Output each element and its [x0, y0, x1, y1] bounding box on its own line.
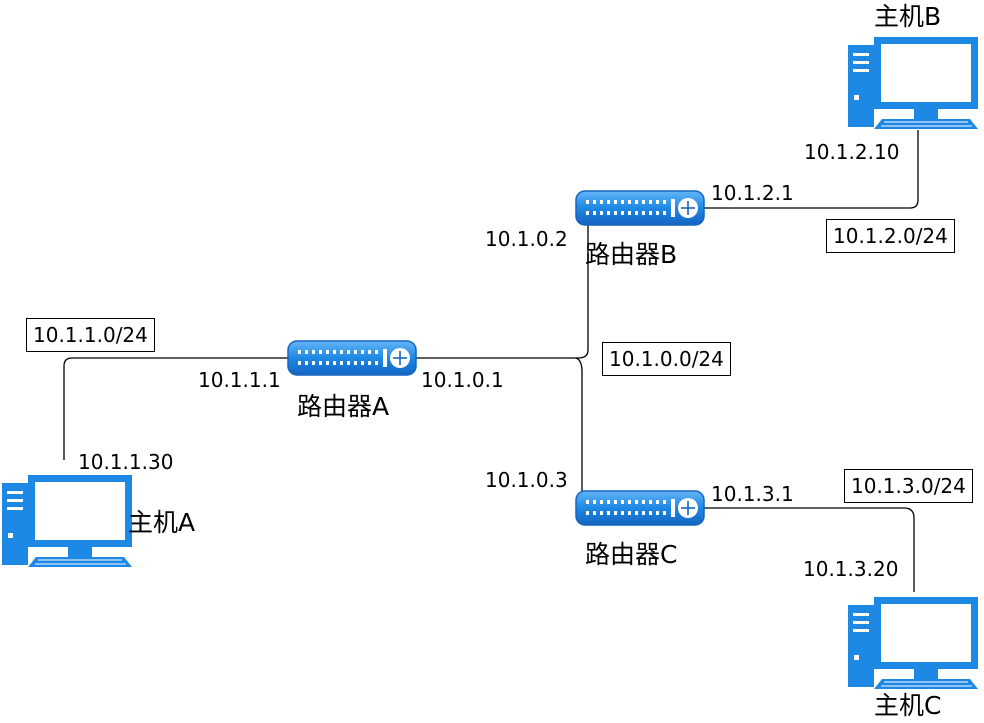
host-c-name: 主机C: [874, 691, 942, 720]
host-b-ip: 10.1.2.10: [804, 140, 900, 164]
router-a-icon[interactable]: [287, 340, 417, 376]
host-a-ip: 10.1.1.30: [78, 450, 174, 474]
router-c-left-ip: 10.1.0.3: [485, 468, 568, 492]
link-routera-routerc: [575, 357, 583, 492]
host-c-ip: 10.1.3.20: [803, 557, 899, 581]
router-b-icon[interactable]: [575, 190, 705, 226]
host-b-name: 主机B: [874, 2, 942, 31]
link-hosta-routera: [63, 357, 290, 460]
link-routerc-hostc: [704, 507, 915, 592]
host-c-icon[interactable]: [847, 596, 979, 690]
router-a-left-ip: 10.1.1.1: [198, 368, 281, 392]
router-b-left-ip: 10.1.0.2: [485, 227, 568, 251]
network-core-label: 10.1.0.0/24: [602, 342, 731, 376]
router-a-name: 路由器A: [297, 392, 390, 421]
host-a-name: 主机A: [128, 508, 196, 537]
network-a-label: 10.1.1.0/24: [26, 318, 155, 352]
router-b-name: 路由器B: [585, 240, 678, 269]
link-routera-routerb: [414, 225, 589, 359]
router-a-right-ip: 10.1.0.1: [421, 368, 504, 392]
host-b-icon[interactable]: [847, 36, 979, 130]
links: [63, 130, 919, 592]
link-routerb-hostb: [704, 130, 919, 209]
router-c-right-ip: 10.1.3.1: [711, 482, 794, 506]
host-a-icon[interactable]: [1, 474, 133, 568]
network-b-label: 10.1.2.0/24: [826, 219, 955, 253]
router-c-icon[interactable]: [575, 490, 705, 526]
router-b-right-ip: 10.1.2.1: [711, 181, 794, 205]
network-c-label: 10.1.3.0/24: [844, 469, 973, 503]
router-c-name: 路由器C: [585, 540, 678, 569]
